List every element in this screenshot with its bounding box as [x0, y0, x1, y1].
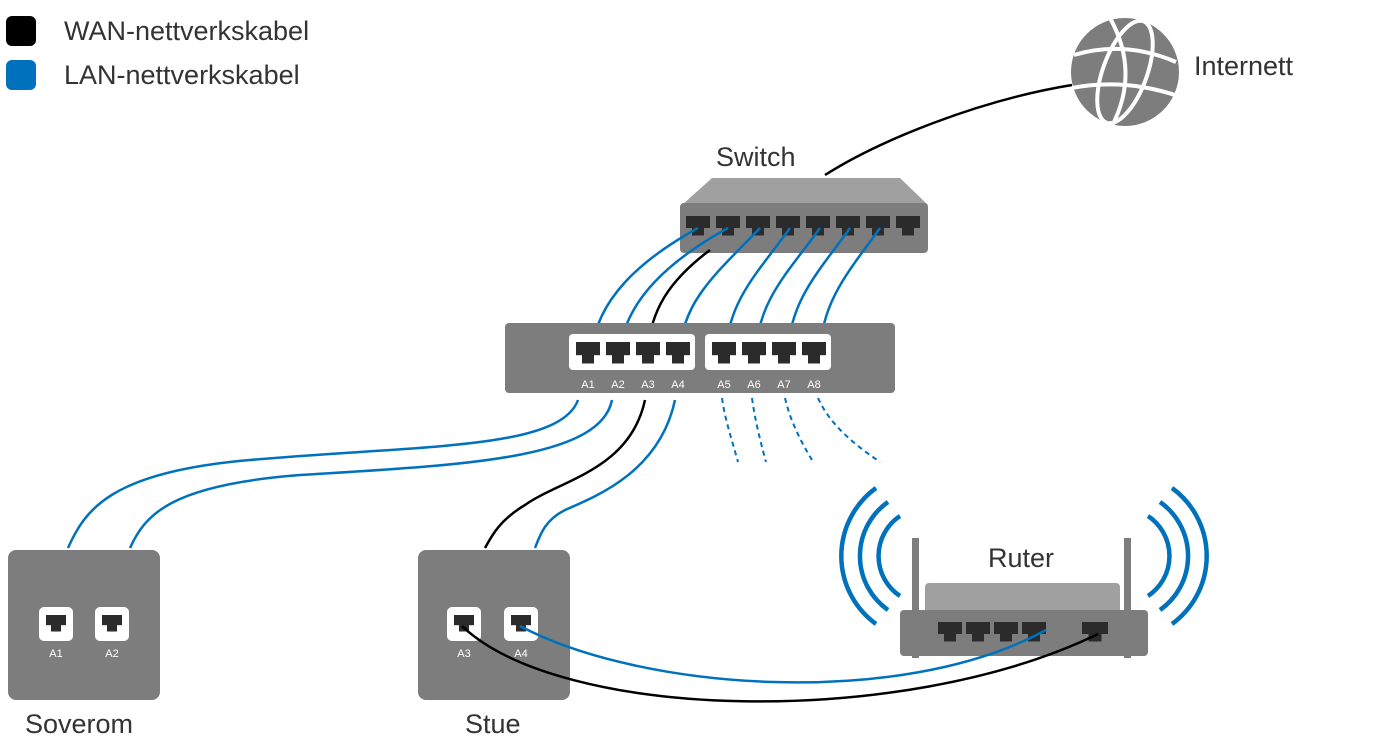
stue-port-a4-socket: [511, 615, 531, 632]
wan-cable-router: [461, 625, 1099, 703]
panel-port-label: A1: [581, 379, 594, 391]
soverom-port-a2: [95, 607, 129, 641]
router-label: Ruter: [988, 543, 1054, 573]
panel-port-a1: [576, 342, 600, 364]
switch-port-8: [896, 216, 920, 236]
panel-port-label: A7: [777, 379, 790, 391]
wan-legend-label: WAN-nettverkskabel: [64, 16, 309, 46]
router-device: [900, 538, 1148, 658]
switch-port-2: [716, 216, 740, 236]
soverom-port-label: A2: [105, 648, 118, 660]
stue-label: Stue: [465, 709, 521, 739]
panel-port-a8: [802, 342, 826, 364]
panel-port-label: A5: [717, 379, 730, 391]
panel-port-a6: [742, 342, 766, 364]
wan-legend-swatch: [6, 16, 36, 46]
internet-label: Internett: [1194, 51, 1294, 81]
switch-device: [680, 178, 928, 253]
wifi-icon: [839, 486, 1209, 626]
panel-port-label: A6: [747, 379, 760, 391]
router-wan-port: [1082, 622, 1108, 642]
lan-legend-swatch: [6, 60, 36, 90]
soverom-port-a1: [39, 607, 73, 641]
panel-port-label: A8: [807, 379, 820, 391]
stue-port-label: A3: [457, 648, 470, 660]
stue-port-a4: [504, 607, 538, 641]
soverom-outlet: A1 A2: [8, 550, 160, 700]
cables-panel-outlets: [66, 399, 677, 549]
panel-port-a4: [666, 342, 690, 364]
panel-port-a7: [772, 342, 796, 364]
soverom-label: Soverom: [25, 709, 133, 739]
panel-port-label: A3: [641, 379, 654, 391]
cables-stue-router: [461, 624, 1099, 703]
soverom-port-label: A1: [49, 648, 62, 660]
switch-port-1: [686, 216, 710, 236]
panel-port-label: A4: [671, 379, 684, 391]
lan-legend-label: LAN-nettverkskabel: [64, 60, 300, 90]
stue-outlet: A3 A4: [418, 550, 570, 700]
panel-port-a2: [606, 342, 630, 364]
wan-cable-internet: [824, 83, 1073, 177]
router-lan-port-3: [994, 622, 1018, 642]
patch-panel: A1 A2 A3 A4 A5 A6 A7 A8: [505, 323, 895, 393]
panel-port-a5: [712, 342, 736, 364]
stue-port-label: A4: [514, 648, 527, 660]
soverom-port-a2-socket: [102, 615, 122, 632]
lan-cable-router: [519, 624, 1047, 684]
router-lan-port-1: [938, 622, 962, 642]
soverom-port-a1-socket: [46, 615, 66, 632]
unused-cables: [721, 397, 881, 463]
router-lan-port-2: [966, 622, 990, 642]
panel-port-label: A2: [611, 379, 624, 391]
switch-label: Switch: [716, 142, 796, 172]
panel-port-a3: [636, 342, 660, 364]
stue-port-a3: [447, 607, 481, 641]
legend: WAN-nettverkskabel LAN-nettverkskabel: [6, 16, 309, 90]
globe-icon: [1071, 17, 1179, 127]
